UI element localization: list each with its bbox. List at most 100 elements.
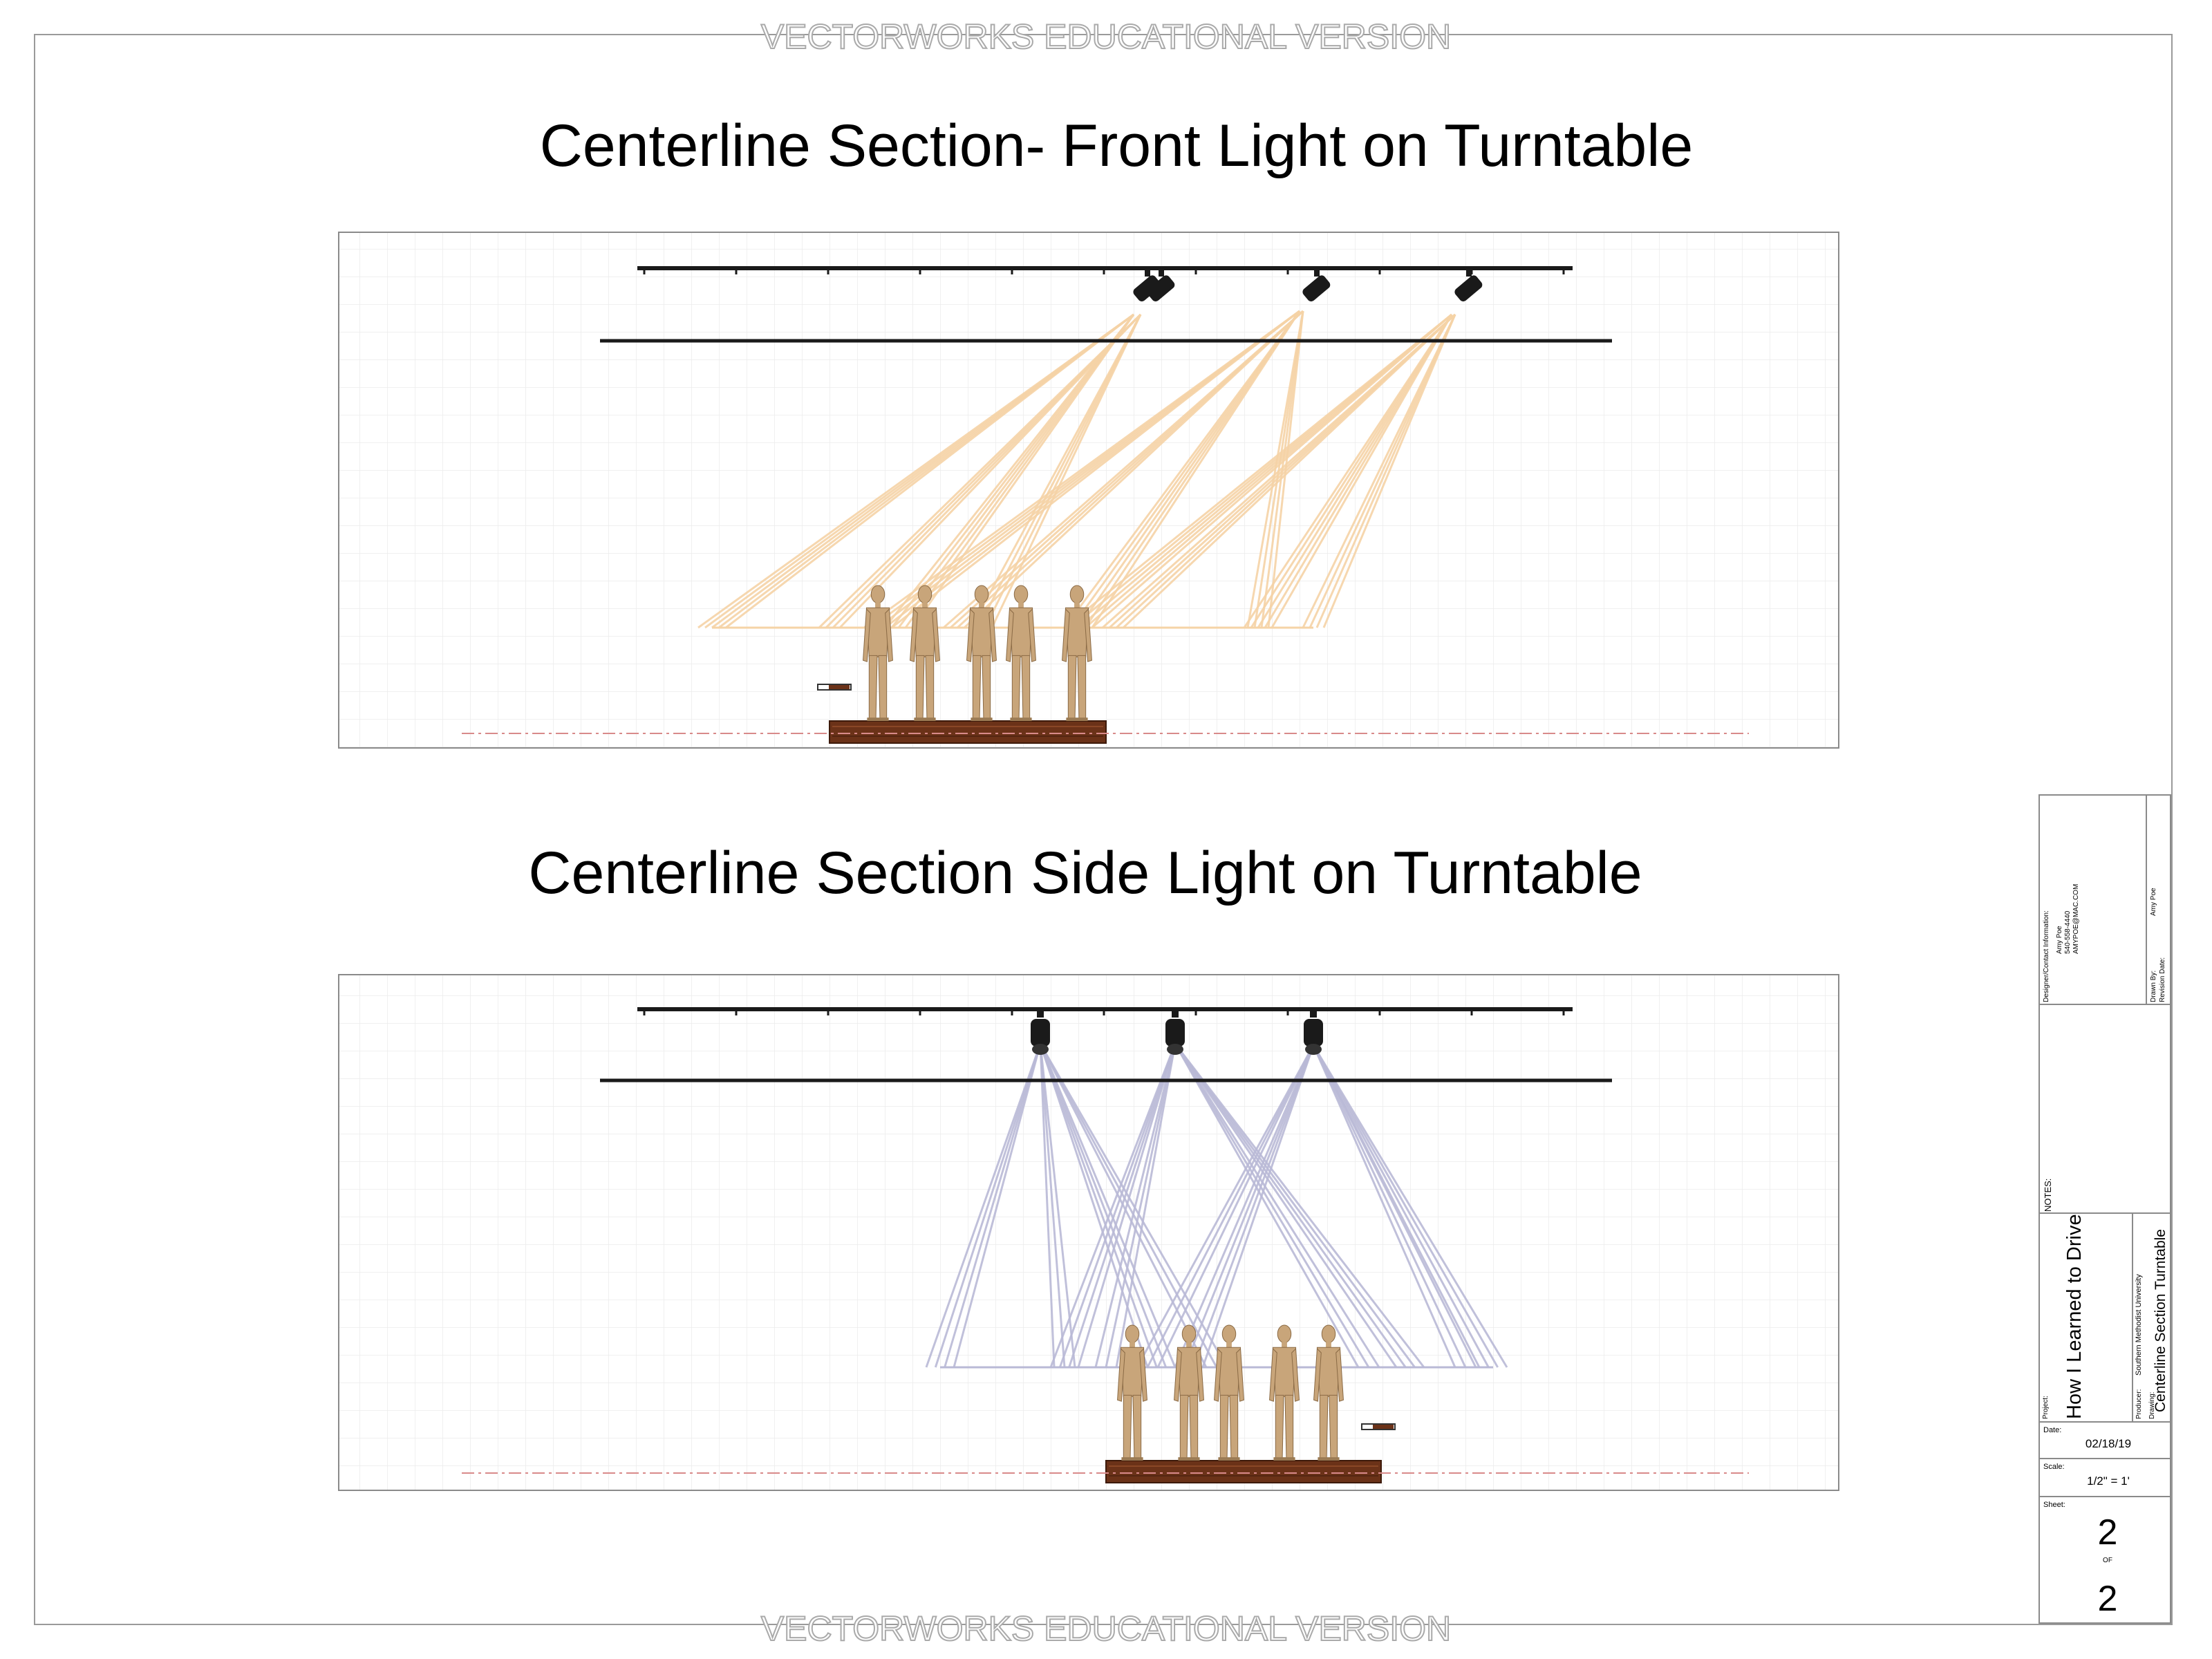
front-light-rigging bbox=[600, 266, 1612, 343]
light-beam-edge bbox=[1312, 1044, 1467, 1368]
actor-figure bbox=[1313, 1324, 1344, 1461]
light-beam-edge bbox=[1271, 314, 1453, 628]
tb-designer-phone: 540-558-4440 bbox=[2064, 910, 2072, 954]
light-beam-edge bbox=[963, 310, 1304, 629]
light-beam-edge bbox=[1049, 1043, 1177, 1368]
light-beam-edge bbox=[1174, 1043, 1380, 1368]
tb-drawing-label: Drawing: bbox=[2148, 1392, 2156, 1419]
light-beam-edge bbox=[1315, 314, 1456, 628]
actor-figure bbox=[863, 585, 893, 721]
light-beam-edge bbox=[1039, 1043, 1066, 1368]
light-beam-edge bbox=[1183, 1044, 1315, 1368]
side-light-section-viewport bbox=[338, 974, 1839, 1491]
tb-project-value: How I Learned to Drive bbox=[2063, 1214, 2086, 1419]
actor-figure bbox=[1117, 1324, 1147, 1461]
tb-drawn-by-label: Drawn By: bbox=[2150, 971, 2157, 1002]
actor-figure bbox=[1214, 1324, 1244, 1461]
light-beam-edge bbox=[1091, 313, 1452, 629]
tb-sheet-label: Sheet: bbox=[2043, 1501, 2065, 1509]
light-beam-edge bbox=[1122, 313, 1456, 629]
front-light-stage bbox=[462, 585, 1749, 744]
light-beam-edge bbox=[984, 314, 1142, 628]
lighting-fixture-icon bbox=[1165, 1009, 1185, 1055]
light-beam-edge bbox=[1174, 1044, 1315, 1368]
actor-figure bbox=[1174, 1324, 1204, 1461]
light-beam-edge bbox=[1174, 1043, 1360, 1368]
tb-date-label: Date: bbox=[2043, 1426, 2061, 1434]
light-beam-edge bbox=[934, 1043, 1042, 1368]
lighting-fixture-icon bbox=[1031, 1009, 1050, 1055]
actor-figure bbox=[1269, 1324, 1300, 1461]
tb-scale-value: 1/2" = 1' bbox=[2087, 1474, 2130, 1488]
actor-figure bbox=[966, 585, 997, 721]
tb-designer-name: Amy Poe bbox=[2056, 926, 2063, 954]
light-beam-edge bbox=[1201, 1044, 1315, 1368]
sheet-border bbox=[34, 34, 2173, 1625]
lighting-fixture-icon bbox=[1147, 268, 1175, 302]
light-beam-edge bbox=[1312, 1044, 1477, 1368]
light-beam-edge bbox=[1253, 310, 1304, 628]
light-beam-edge bbox=[1039, 1043, 1218, 1368]
tb-drawing-value: Centerline Section Turntable bbox=[2153, 1229, 2168, 1412]
light-beam-edge bbox=[725, 313, 1134, 629]
light-beam-edge bbox=[1068, 1043, 1177, 1368]
light-beam-edge bbox=[1309, 314, 1456, 628]
light-beam-edge bbox=[1312, 1044, 1490, 1368]
front-light-beams bbox=[697, 310, 1456, 629]
watermark-top: VECTORWORKS EDUCATIONAL VERSION bbox=[761, 17, 1451, 56]
light-beam-edge bbox=[1312, 1044, 1456, 1368]
tb-designer-email: AMYPOE@MAC.COM bbox=[2072, 884, 2080, 954]
light-beam-edge bbox=[925, 1043, 1042, 1368]
light-beam-edge bbox=[1105, 1043, 1177, 1368]
tb-revision-label: Revision Date: bbox=[2159, 957, 2166, 1002]
tb-sheet-number: 2 bbox=[2098, 1512, 2118, 1553]
actor-figure bbox=[910, 585, 940, 721]
light-beam-edge bbox=[911, 314, 1135, 628]
lighting-fixture-icon bbox=[1133, 268, 1161, 302]
tb-project-label: Project: bbox=[2042, 1396, 2050, 1419]
light-beam-edge bbox=[1039, 1043, 1228, 1368]
light-beam-edge bbox=[1094, 1043, 1177, 1368]
tb-designer-label: Designer/Contact Information: bbox=[2043, 910, 2050, 1002]
side-light-rigging bbox=[600, 1007, 1612, 1082]
light-beam-edge bbox=[1174, 1043, 1425, 1368]
tb-sheet-of: OF bbox=[2103, 1557, 2112, 1564]
turntable-platform bbox=[829, 720, 1107, 744]
side-light-beams bbox=[925, 1043, 1508, 1369]
tb-drawn-by-value: Amy Poe bbox=[2150, 888, 2157, 916]
tb-notes-label: NOTES: bbox=[2043, 1179, 2053, 1212]
front-light-section-viewport bbox=[338, 232, 1839, 749]
light-beam-edge bbox=[1312, 1044, 1508, 1368]
lighting-fixture-icon bbox=[1304, 1009, 1323, 1055]
light-beam-edge bbox=[944, 1043, 1042, 1368]
light-beam-edge bbox=[1174, 1043, 1398, 1368]
light-beam-edge bbox=[953, 1043, 1042, 1368]
actor-figure bbox=[1062, 585, 1092, 721]
scale-marker-fill bbox=[1373, 1425, 1394, 1429]
light-beam-edge bbox=[1136, 1044, 1315, 1368]
title-block: Designer/Contact Information: Amy Poe 54… bbox=[2038, 794, 2171, 1624]
light-beam-edge bbox=[1039, 1043, 1076, 1368]
light-beam-edge bbox=[1174, 1043, 1416, 1368]
light-beam-edge bbox=[1146, 1044, 1315, 1368]
light-beam-edge bbox=[1302, 314, 1456, 628]
section-side-title: Centerline Section Side Light on Turntab… bbox=[528, 840, 1642, 906]
light-beam-edge bbox=[1091, 310, 1301, 628]
actor-figure bbox=[1006, 585, 1036, 721]
watermark-bottom: VECTORWORKS EDUCATIONAL VERSION bbox=[761, 1609, 1451, 1648]
light-beam-edge bbox=[1077, 1043, 1177, 1368]
lighting-fixture-icon bbox=[1454, 268, 1483, 302]
light-beam-edge bbox=[1039, 1043, 1158, 1368]
light-beam-edge bbox=[1115, 1043, 1177, 1368]
side-light-stage bbox=[462, 1324, 1749, 1483]
light-beam-edge bbox=[1156, 1044, 1315, 1368]
light-beam-edge bbox=[1039, 1043, 1168, 1368]
tb-producer-label: Producer: bbox=[2135, 1389, 2143, 1419]
tb-sheet-total: 2 bbox=[2098, 1579, 2118, 1619]
light-beam-edge bbox=[1192, 1044, 1315, 1368]
light-beam-edge bbox=[1039, 1043, 1208, 1368]
light-beam-edge bbox=[891, 310, 1300, 629]
tb-date-value: 02/18/19 bbox=[2086, 1437, 2131, 1450]
light-beam-edge bbox=[1322, 314, 1456, 628]
